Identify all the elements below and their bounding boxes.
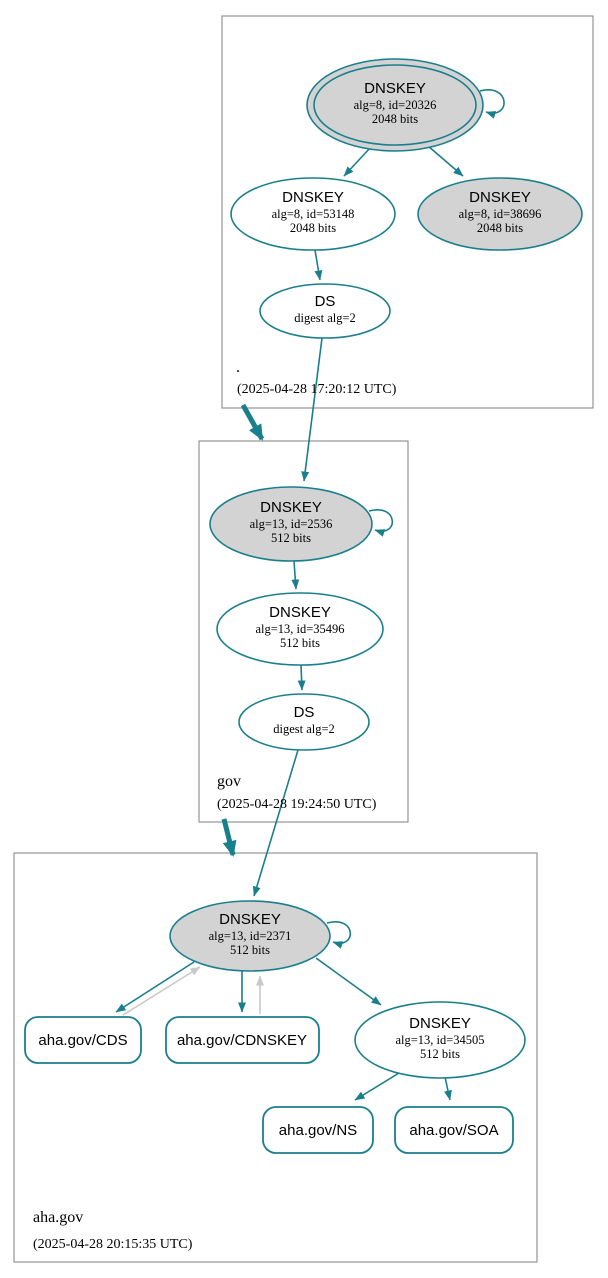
node-title: DNSKEY [364,80,426,97]
edge-root-ksk-to-zsk [343,146,372,177]
node-detail: alg=8, id=38696 [459,207,542,221]
node-aha-ns[interactable]: aha.gov/NS [262,1106,374,1154]
edge-aha-ksk-to-cds [115,961,195,1013]
node-aha-zsk-dnskey-34505[interactable]: DNSKEY alg=13, id=34505 512 bits [354,1001,526,1079]
edge-aha-cds-to-ksk [122,966,201,1016]
node-gov-zsk-dnskey-35496[interactable]: DNSKEY alg=13, id=35496 512 bits [216,592,384,666]
node-bits: 512 bits [280,636,320,650]
node-title: DS [294,704,315,721]
node-root-ds[interactable]: DS digest alg=2 [259,283,391,339]
node-title: DNSKEY [219,911,281,928]
edge-gov-box-to-aha-box [221,818,237,857]
node-title: DNSKEY [282,189,344,206]
node-root-zsk-dnskey-53148[interactable]: DNSKEY alg=8, id=53148 2048 bits [230,177,396,251]
node-detail: digest alg=2 [294,311,356,325]
edge-root-zsk-to-ds [314,249,323,281]
edge-root-ksk-to-key38696 [427,145,464,177]
edge-aha-ksk-to-zsk [315,957,382,1006]
node-title: DS [315,293,336,310]
edge-gov-zsk-to-ds [297,664,306,691]
edge-aha-ksk-selfloop [326,921,352,949]
node-bits: 2048 bits [372,112,418,126]
node-label: aha.gov/SOA [409,1122,498,1139]
zone-label-root: . [236,359,240,376]
edge-root-ksk-selfloop [479,89,505,119]
zone-timestamp-root: (2025-04-28 17:20:12 UTC) [237,382,397,397]
node-detail: alg=13, id=2371 [209,929,292,943]
zone-timestamp-gov: (2025-04-28 19:24:50 UTC) [217,797,377,812]
zone-box-gov [198,440,409,823]
zone-timestamp-aha-gov: (2025-04-28 20:15:35 UTC) [33,1237,193,1252]
node-gov-ksk-dnskey-2536[interactable]: DNSKEY alg=13, id=2536 512 bits [209,486,373,562]
node-title: DNSKEY [260,499,322,516]
node-bits: 512 bits [230,943,270,957]
node-detail: alg=13, id=35496 [255,622,344,636]
node-detail: alg=13, id=34505 [395,1033,484,1047]
node-title: DNSKEY [269,604,331,621]
node-label: aha.gov/CDNSKEY [177,1032,307,1049]
node-aha-cdnskey[interactable]: aha.gov/CDNSKEY [165,1016,320,1064]
node-label: aha.gov/NS [279,1122,357,1139]
node-aha-soa[interactable]: aha.gov/SOA [394,1106,514,1154]
edge-root-box-to-gov-box [240,403,265,441]
node-bits: 512 bits [271,531,311,545]
node-aha-ksk-dnskey-2371[interactable]: DNSKEY alg=13, id=2371 512 bits [169,900,331,972]
node-bits: 2048 bits [290,221,336,235]
node-title: DNSKEY [469,189,531,206]
edge-gov-ds-to-aha-ksk [252,749,299,897]
node-detail: digest alg=2 [273,722,335,736]
node-root-dnskey-38696[interactable]: DNSKEY alg=8, id=38696 2048 bits [417,177,583,251]
node-detail: alg=8, id=53148 [272,207,355,221]
edge-gov-ksk-selfloop [368,509,394,537]
node-bits: 512 bits [420,1047,460,1061]
node-aha-cds[interactable]: aha.gov/CDS [24,1016,142,1064]
node-detail: alg=8, id=20326 [354,98,437,112]
node-gov-ds[interactable]: DS digest alg=2 [238,693,370,751]
edge-gov-ksk-to-zsk [291,560,300,590]
node-root-ksk-dnskey-20326[interactable]: DNSKEY alg=8, id=20326 2048 bits [306,58,484,152]
zone-box-aha-gov [13,852,538,1263]
node-title: DNSKEY [409,1015,471,1032]
edge-aha-zsk-to-soa [444,1076,452,1101]
zone-box-root [221,15,594,409]
edge-root-ds-to-gov-ksk [301,337,323,482]
node-bits: 2048 bits [477,221,523,235]
zone-label-aha-gov: aha.gov [33,1209,83,1226]
node-label: aha.gov/CDS [38,1032,127,1049]
node-detail: alg=13, id=2536 [250,517,333,531]
edge-aha-zsk-to-ns [354,1072,400,1101]
zone-label-gov: gov [217,773,241,790]
